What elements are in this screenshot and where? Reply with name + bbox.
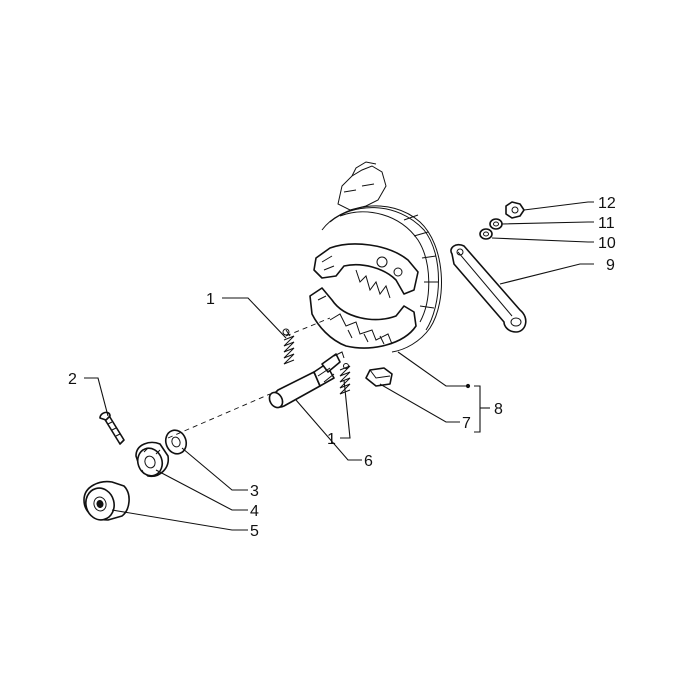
callout-12: 12	[598, 195, 616, 212]
callout-1-lower: 1	[327, 431, 336, 448]
callout-9: 9	[606, 257, 615, 274]
part-10-washer	[479, 228, 493, 240]
assembly-centerline	[167, 317, 331, 439]
part-11-washer	[489, 218, 503, 230]
part-1-spring-upper	[282, 328, 295, 365]
callout-7: 7	[462, 415, 471, 432]
part-3-washer	[164, 429, 188, 455]
part-7-block	[365, 367, 393, 387]
callout-5: 5	[250, 523, 259, 540]
part-5-cap	[83, 480, 130, 521]
callout-labels: 1 1 2 3 4 5 6 7 8 9 10 11 12	[68, 195, 616, 540]
brake-drum-housing	[321, 161, 442, 353]
brake-shoe-upper	[313, 243, 419, 299]
callout-3: 3	[250, 483, 259, 500]
part-9-brake-lever	[450, 243, 527, 333]
leader-lines	[84, 201, 594, 531]
brake-shoe-lower	[309, 287, 417, 349]
part-12-nut	[505, 201, 525, 219]
callout-2: 2	[68, 371, 77, 388]
callout-11: 11	[598, 215, 615, 232]
callout-6: 6	[364, 453, 373, 470]
part-2-pin	[99, 411, 125, 445]
callout-1-upper: 1	[206, 291, 215, 308]
callout-8: 8	[494, 401, 503, 418]
part-6-camshaft	[268, 351, 345, 409]
callout-4: 4	[250, 503, 259, 520]
callout-10: 10	[598, 235, 616, 252]
part-4-castle-nut	[135, 441, 170, 478]
